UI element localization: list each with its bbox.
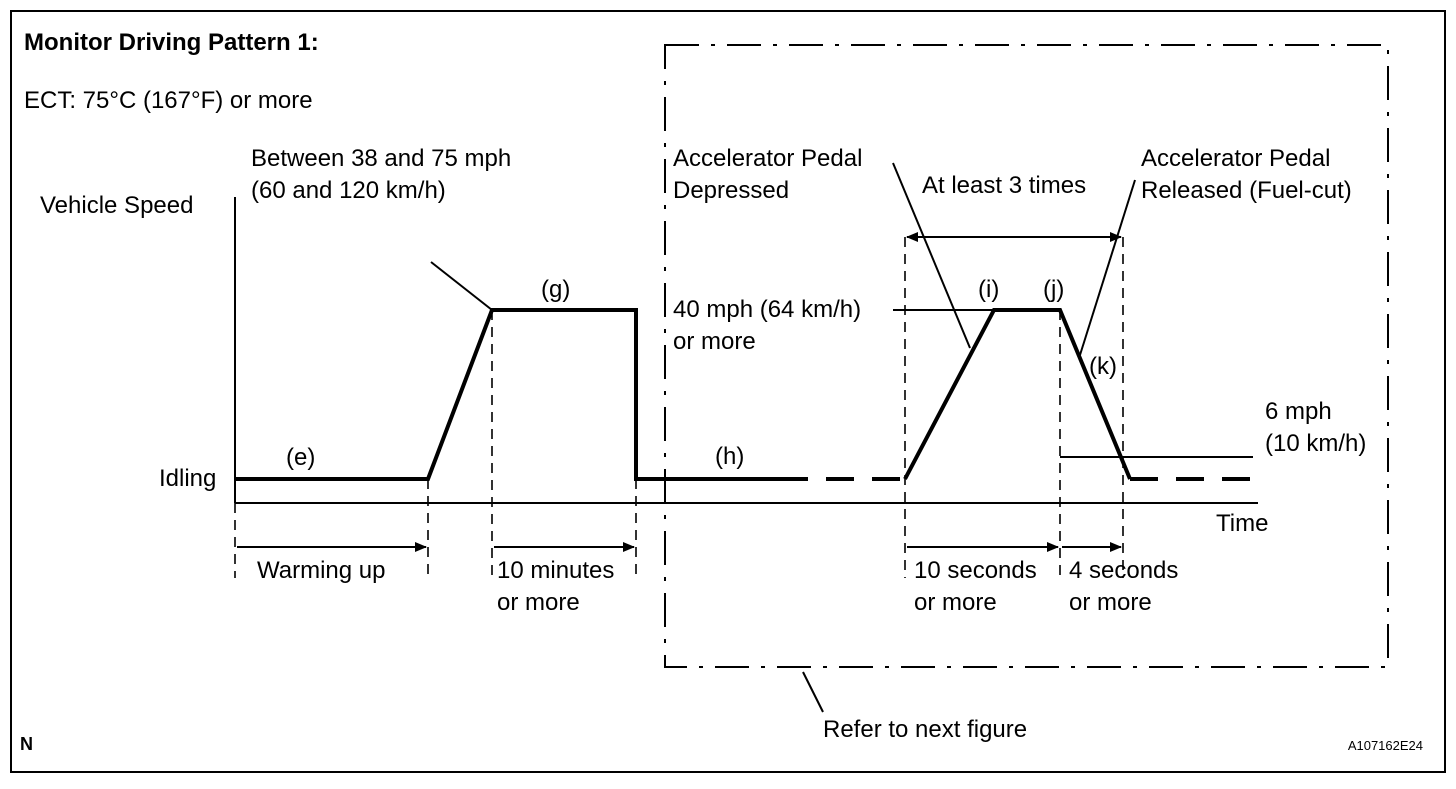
pedal-released-leader (1079, 179, 1136, 356)
ten-minutes-line-1: 10 minutes (497, 557, 614, 584)
refer-leader (802, 671, 824, 713)
time-label: Time (1216, 510, 1268, 537)
speed-trace-part-1 (235, 308, 780, 481)
pedal-depressed-leader (892, 162, 971, 349)
step-j-label: (j) (1043, 276, 1064, 303)
step-k-label: (k) (1089, 353, 1117, 380)
speed-trace-accel-decel (903, 308, 1132, 480)
low-speed-line-1: 6 mph (1265, 398, 1332, 425)
ten-seconds-line-1: 10 seconds (914, 557, 1037, 584)
target-speed-line-2: or more (673, 328, 756, 355)
figure-title: Monitor Driving Pattern 1: (24, 29, 319, 56)
vehicle-speed-label: Vehicle Speed (40, 192, 193, 219)
step-i-label: (i) (978, 276, 999, 303)
pedal-depressed-line-1: Accelerator Pedal (673, 145, 862, 172)
speed-range-line-1: Between 38 and 75 mph (251, 145, 511, 172)
warming-label: Warming up (257, 557, 385, 584)
refer-note: Refer to next figure (823, 716, 1027, 743)
idling-label: Idling (159, 465, 216, 492)
figure-code: A107162E24 (1348, 738, 1423, 753)
low-speed-line-2: (10 km/h) (1265, 430, 1366, 457)
four-seconds-line-2: or more (1069, 589, 1152, 616)
step-h-label: (h) (715, 443, 744, 470)
step-e-label: (e) (286, 444, 315, 471)
step-g-label: (g) (541, 276, 570, 303)
speed-range-line-2: (60 and 120 km/h) (251, 177, 446, 204)
four-seconds-line-1: 4 seconds (1069, 557, 1178, 584)
ten-seconds-line-2: or more (914, 589, 997, 616)
pedal-released-line-2: Released (Fuel-cut) (1141, 177, 1352, 204)
pedal-released-line-1: Accelerator Pedal (1141, 145, 1330, 172)
target-speed-line-1: 40 mph (64 km/h) (673, 296, 861, 323)
pedal-depressed-line-2: Depressed (673, 177, 789, 204)
repeat-label: At least 3 times (922, 172, 1086, 199)
next-figure-region (664, 44, 1389, 668)
speed-range-leader (430, 261, 493, 311)
ten-minutes-line-2: or more (497, 589, 580, 616)
ect-condition: ECT: 75°C (167°F) or more (24, 87, 313, 114)
corner-mark: N (20, 734, 33, 754)
figure-frame (10, 10, 1446, 773)
